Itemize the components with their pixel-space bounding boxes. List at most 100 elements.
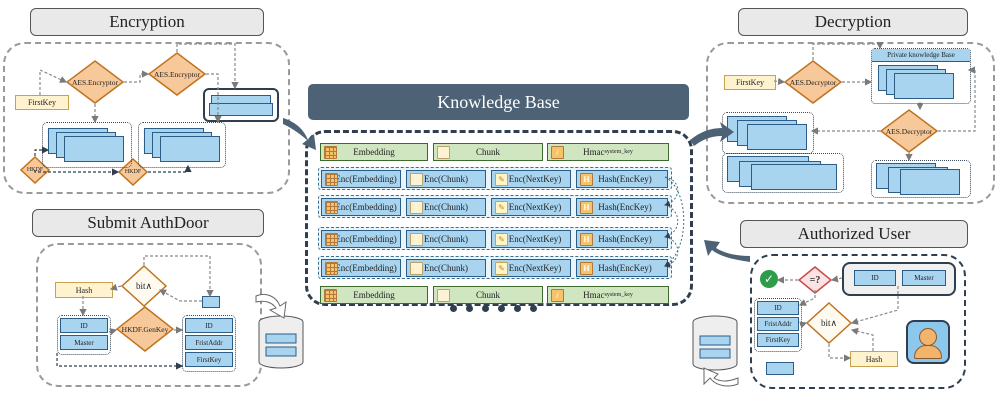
authdoor-master-text: Master <box>74 338 94 347</box>
enc-firstkey-box: FirstKey <box>15 95 69 110</box>
kb-enc-row-3: Enc(Embedding) Enc(Chunk) ✎Enc(NextKey) … <box>318 227 672 250</box>
authuser-id2-box: ID <box>757 301 799 315</box>
enc-chunk-text: Enc(Chunk) <box>424 202 468 212</box>
h-icon: H <box>580 173 593 186</box>
enc-aes1-label: AES.Encryptor <box>71 77 119 87</box>
kb-enc-row-4: Enc(Embedding) Enc(Chunk) ✎Enc(NextKey) … <box>318 256 672 279</box>
authuser-bit-label: bit∧ <box>820 317 838 328</box>
authuser-compare: =? <box>798 266 832 294</box>
doc-card <box>747 124 807 150</box>
doc-card <box>160 136 220 162</box>
authdoor-hash-text: Hash <box>75 285 93 295</box>
enc-embedding-text: Enc(Embedding) <box>335 174 397 184</box>
enc-chunk-cell: Enc(Chunk) <box>406 259 486 277</box>
authuser-id2-text: ID <box>774 304 782 312</box>
kb-footer-hmac-sub: system_key <box>604 292 633 298</box>
enc-embedding-text: Enc(Embedding) <box>335 202 397 212</box>
kb-footer-hmac-text: Hmac <box>583 290 605 300</box>
kb-footer-embedding-text: Embedding <box>353 290 395 300</box>
doc-card <box>751 164 837 190</box>
authuser-fristaddr-box: FristAddr <box>757 317 799 331</box>
enc-embedding-text: Enc(Embedding) <box>335 263 397 273</box>
authuser-bit-and: bit∧ <box>806 302 852 344</box>
key-icon: ✎ <box>495 233 508 246</box>
folder-icon <box>437 146 450 159</box>
enc-embedding-cell: Enc(Embedding) <box>321 230 401 248</box>
authuser-hash-box: Hash <box>850 351 898 367</box>
authdoor-firstkey-box: FirstKey <box>185 352 233 367</box>
enc-hash-text: Hash(EncKey) <box>598 202 652 212</box>
db-layer <box>209 103 273 116</box>
folder-icon <box>410 233 423 246</box>
enc-nextkey-cell: ✎Enc(NextKey) <box>491 198 571 216</box>
grid-icon <box>324 146 337 159</box>
dec-aes-decryptor-2: AES.Decryptor <box>880 109 938 153</box>
doc-card <box>900 169 960 195</box>
enc-embedding-cell: Enc(Embedding) <box>321 259 401 277</box>
folder-icon <box>410 262 423 275</box>
avatar-body <box>914 345 942 359</box>
enc-hash-text: Hash(EncKey) <box>598 263 652 273</box>
authdoor-id-text: ID <box>80 321 88 330</box>
enc-hkdf2-label: HKDF <box>124 169 142 175</box>
folder-icon <box>437 289 450 302</box>
authuser-master-text: Master <box>914 274 934 282</box>
decryption-title-text: Decryption <box>814 12 892 31</box>
enc-hash-cell: H Hash(EncKey) <box>576 198 668 216</box>
authuser-hash-text: Hash <box>865 354 883 364</box>
authuser-block-icon <box>766 362 794 375</box>
diamond-shape <box>784 60 842 104</box>
hmac-icon: / <box>551 146 564 159</box>
grid-icon <box>325 173 338 186</box>
enc-nextkey-text: Enc(NextKey) <box>508 202 562 212</box>
authdoor-firstkey-text: FirstKey <box>196 355 222 364</box>
enc-embedding-cell: Enc(Embedding) <box>321 198 401 216</box>
authdoor-id2-text: ID <box>205 321 213 330</box>
diamond-shape <box>66 60 124 104</box>
dec-firstkey-text: FirstKey <box>736 78 764 87</box>
authdoor-database-icon <box>258 315 304 369</box>
enc-chunk-text: Enc(Chunk) <box>424 234 468 244</box>
authdoor-hash-box: Hash <box>55 282 113 298</box>
enc-nextkey-cell: ✎Enc(NextKey) <box>491 230 571 248</box>
private-kb-text: Private knowledge Base <box>887 51 955 59</box>
grid-icon <box>325 201 338 214</box>
enc-embedding-text: Enc(Embedding) <box>335 234 397 244</box>
doc-card <box>894 73 954 99</box>
knowledge-base-title-text: Knowledge Base <box>437 91 560 112</box>
enc-embedding-cell: Enc(Embedding) <box>321 170 401 188</box>
authuser-id-box: ID <box>854 270 896 286</box>
enc-nextkey-text: Enc(NextKey) <box>508 234 562 244</box>
encryption-title: Encryption <box>30 8 264 36</box>
authdoor-fristaddr-box: FristAddr <box>185 335 233 350</box>
submit-authdoor-title: Submit AuthDoor <box>32 209 264 237</box>
h-icon: H <box>580 201 593 214</box>
knowledge-base-title: Knowledge Base <box>308 84 689 120</box>
enc-output-database <box>203 88 279 122</box>
authuser-firstkey-box: FirstKey <box>757 333 799 347</box>
kb-footer-embedding: Embedding <box>320 286 428 304</box>
enc-chunk-text: Enc(Chunk) <box>424 263 468 273</box>
enc-aes-encryptor-2: AES.Encryptor <box>148 52 206 96</box>
enc-stack-frame-1 <box>42 122 132 168</box>
dec-stack-frame-3 <box>871 160 971 198</box>
enc-hkdf1-label: HKDF <box>26 167 44 173</box>
kb-enc-row-2: Enc(Embedding) Enc(Chunk) ✎Enc(NextKey) … <box>318 195 672 218</box>
kb-header-embedding: Embedding <box>320 143 428 161</box>
enc-hash-cell: H Hash(EncKey) <box>576 170 668 188</box>
private-kb-label: Private knowledge Base <box>872 49 970 62</box>
grid-icon <box>324 289 337 302</box>
knowledge-base-panel <box>305 130 693 306</box>
key-icon: ✎ <box>495 201 508 214</box>
enc-hash-text: Hash(EncKey) <box>598 234 652 244</box>
authdoor-block-icon <box>202 296 220 308</box>
authdoor-bit-and: bit∧ <box>121 265 167 307</box>
enc-hash-text: Hash(EncKey) <box>598 174 652 184</box>
encryption-title-text: Encryption <box>109 12 185 31</box>
authorized-user-title-text: Authorized User <box>797 224 911 243</box>
diamond-shape <box>806 302 852 344</box>
enc-nextkey-cell: ✎Enc(NextKey) <box>491 170 571 188</box>
